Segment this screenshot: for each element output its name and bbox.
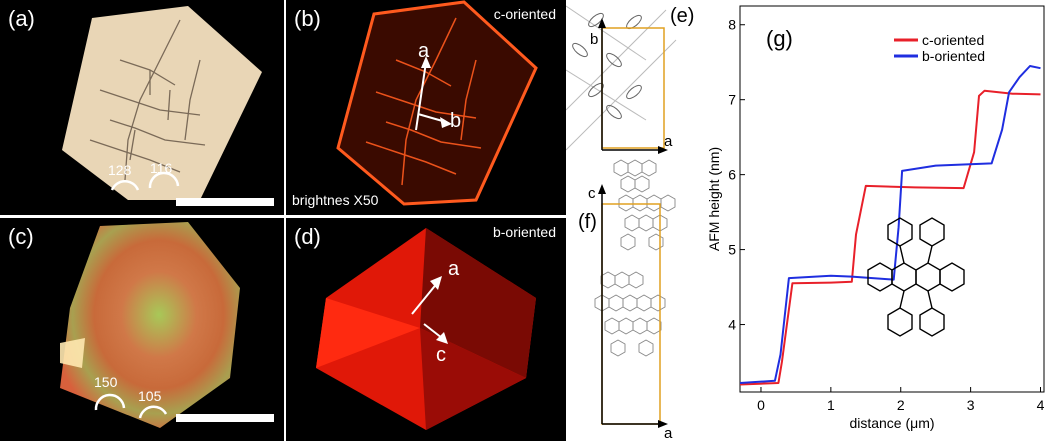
legend-label: b-oriented bbox=[922, 48, 985, 64]
scale-bar bbox=[176, 198, 274, 206]
series-line-b-oriented bbox=[739, 65, 1041, 384]
angle-label: 150 bbox=[94, 374, 118, 390]
x-axis-label: distance (μm) bbox=[849, 415, 934, 431]
angle-arc-128 bbox=[110, 180, 140, 191]
rubrene-structure-image bbox=[867, 217, 965, 337]
axis-label-c: c bbox=[588, 185, 596, 202]
angle-label: 116 bbox=[150, 160, 173, 176]
brightness-label: brightnes X50 bbox=[292, 192, 379, 208]
crystal-cracks bbox=[365, 17, 482, 186]
panel-c: (c) 150 105 bbox=[0, 218, 284, 441]
scale-bar bbox=[176, 414, 274, 422]
y-tick-label: 7 bbox=[728, 92, 736, 108]
y-tick-label: 6 bbox=[728, 167, 736, 183]
axis-label-b: b bbox=[450, 110, 462, 132]
orientation-label: c-oriented bbox=[493, 6, 556, 22]
axis-arrow-a bbox=[411, 281, 439, 315]
angle-arc-105 bbox=[138, 405, 168, 419]
y-tick-label: 4 bbox=[728, 317, 736, 333]
crystal-shape bbox=[60, 222, 240, 428]
y-axis-label: AFM height (nm) bbox=[706, 147, 722, 251]
axis-label-a: a bbox=[418, 40, 430, 62]
panel-f-schematic: c a (f) bbox=[578, 159, 676, 441]
series-line-c-oriented bbox=[739, 89, 1041, 386]
angle-label: 105 bbox=[138, 388, 162, 404]
panel-d: (d) b-oriented a c bbox=[286, 218, 566, 441]
plot-frame bbox=[739, 5, 1045, 393]
series-group bbox=[739, 65, 1041, 386]
x-tick-label: 0 bbox=[757, 397, 765, 413]
panel-label: (e) bbox=[670, 5, 694, 27]
panel-label: (b) bbox=[294, 6, 321, 31]
axis-arrow-a bbox=[415, 61, 427, 131]
panel-label: (a) bbox=[8, 6, 35, 31]
axis-arrow-c bbox=[423, 323, 443, 339]
axis-label-b: b bbox=[590, 31, 598, 48]
axis-label-a: a bbox=[448, 258, 460, 280]
x-tick-label: 1 bbox=[827, 397, 835, 413]
panel-b: (b) c-oriented a b brightnes X50 bbox=[286, 0, 566, 215]
crystal-shape bbox=[336, 0, 538, 206]
panel-label: (d) bbox=[294, 224, 321, 249]
panels-e-f-schematics: b a (e) bbox=[566, 5, 694, 441]
panel-a-crystal-image bbox=[62, 6, 274, 206]
crystal-shape bbox=[62, 6, 262, 200]
angle-arc-116 bbox=[148, 171, 180, 189]
x-tick-label: 4 bbox=[1037, 397, 1045, 413]
angle-arc-150 bbox=[94, 393, 126, 411]
axis-ticks: 0 1 2 3 4 4 5 6 7 8 bbox=[728, 17, 1044, 413]
legend-label: c-oriented bbox=[922, 32, 984, 48]
angle-label: 128 bbox=[108, 162, 132, 178]
x-tick-label: 2 bbox=[897, 397, 905, 413]
y-tick-label: 8 bbox=[728, 17, 736, 33]
panel-label: (c) bbox=[8, 224, 34, 249]
axis-label-c: c bbox=[436, 344, 446, 366]
panel-b-crystal-image bbox=[336, 0, 538, 206]
panel-label: (g) bbox=[766, 26, 793, 51]
axis-label-a: a bbox=[664, 133, 673, 150]
crystal-cracks bbox=[89, 19, 206, 181]
panel-g-afm-chart: 0 1 2 3 4 4 5 6 7 8 distance (μm) AFM height (nm)… bbox=[706, 5, 1045, 431]
axis-label-a: a bbox=[664, 425, 673, 441]
panel-d-crystal-image bbox=[316, 228, 536, 430]
y-tick-label: 5 bbox=[728, 242, 736, 258]
panel-c-crystal-image bbox=[60, 222, 274, 428]
panel-label: (f) bbox=[578, 211, 597, 233]
x-tick-label: 3 bbox=[967, 397, 975, 413]
orientation-label: b-oriented bbox=[492, 224, 556, 240]
panel-e-schematic: b a (e) bbox=[566, 5, 694, 154]
panel-a: (a) 128 116 bbox=[0, 0, 284, 215]
